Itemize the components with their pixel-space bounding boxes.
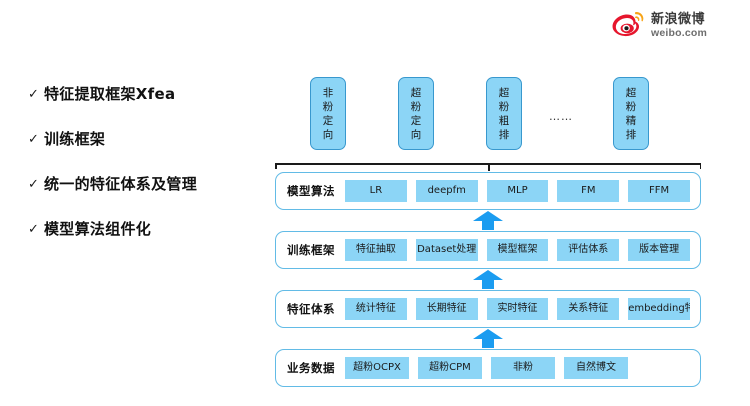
bullet-label: 训练框架 — [44, 130, 106, 148]
logo-text-cn: 新浪微博 — [651, 12, 706, 28]
up-arrow-icon — [473, 211, 503, 230]
arrow-shaft — [482, 279, 494, 289]
grouping-bracket — [275, 158, 701, 171]
scenario-char: 排 — [498, 128, 510, 141]
flow-gap — [275, 328, 701, 349]
chip-group: LR deepfm MLP FM FFM — [345, 180, 700, 202]
chip[interactable]: 模型框架 — [486, 239, 549, 261]
arrow-shaft — [482, 338, 494, 348]
bracket-tick-right — [699, 163, 701, 169]
weibo-eye-icon — [612, 11, 646, 41]
chip[interactable]: deepfm — [415, 180, 478, 202]
architecture-stack: 模型算法 LR deepfm MLP FM FFM 训练框架 特征抽取 Data… — [275, 172, 701, 387]
chip[interactable]: FFM — [628, 180, 690, 202]
up-arrow-icon — [473, 329, 503, 348]
feature-bullet-list: ✓ 特征提取框架Xfea ✓ 训练框架 ✓ 统一的特征体系及管理 ✓ 模型算法组… — [28, 84, 258, 264]
chip[interactable]: embedding特征 — [628, 298, 690, 320]
scenario-char: 向 — [322, 128, 334, 141]
row-title: 业务数据 — [287, 361, 335, 375]
scenario-char: 非 — [322, 86, 334, 99]
scenario-char: 粗 — [498, 114, 510, 127]
chip-group: 统计特征 长期特征 实时特征 关系特征 embedding特征 — [345, 298, 700, 320]
chip[interactable]: LR — [345, 180, 407, 202]
flow-gap — [275, 269, 701, 290]
scenario-char: 排 — [625, 128, 637, 141]
scenario-box: 超 粉 粗 排 — [486, 77, 522, 150]
list-item: ✓ 模型算法组件化 — [28, 219, 258, 239]
stack-row-feature-system: 特征体系 统计特征 长期特征 实时特征 关系特征 embedding特征 — [275, 290, 701, 328]
scenario-box: 非 粉 定 向 — [310, 77, 346, 150]
bracket-tick-left — [275, 163, 277, 169]
chip[interactable]: 评估体系 — [557, 239, 620, 261]
list-item: ✓ 统一的特征体系及管理 — [28, 174, 258, 194]
stack-row-model-algorithm: 模型算法 LR deepfm MLP FM FFM — [275, 172, 701, 210]
chip-group: 超粉OCPX 超粉CPM 非粉 自然博文 — [345, 357, 700, 379]
chip[interactable]: 关系特征 — [557, 298, 620, 320]
chip[interactable]: FM — [557, 180, 620, 202]
arrow-head — [473, 211, 503, 221]
scenario-char: 粉 — [322, 100, 334, 113]
scenario-char: 超 — [498, 86, 510, 99]
row-title: 特征体系 — [287, 302, 335, 316]
row-title: 训练框架 — [287, 243, 335, 257]
scenario-char: 粉 — [498, 100, 510, 113]
bullet-label: 统一的特征体系及管理 — [44, 175, 198, 193]
arrow-head — [473, 329, 503, 339]
ellipsis-label: …… — [549, 110, 573, 123]
up-arrow-icon — [473, 270, 503, 289]
logo-wordmark: 新浪微博 weibo.com — [651, 13, 707, 39]
chip[interactable]: MLP — [486, 180, 549, 202]
stack-row-training-framework: 训练框架 特征抽取 Dataset处理 模型框架 评估体系 版本管理 — [275, 231, 701, 269]
scenario-char: 向 — [410, 128, 422, 141]
scenario-box: 超 粉 精 排 — [613, 77, 649, 150]
chip[interactable]: 特征抽取 — [345, 239, 407, 261]
check-icon: ✓ — [28, 86, 39, 101]
flow-gap — [275, 210, 701, 231]
bracket-line — [275, 163, 701, 165]
chip[interactable]: Dataset处理 — [415, 239, 478, 261]
arrow-shaft — [482, 220, 494, 230]
arrow-head — [473, 270, 503, 280]
scenario-char: 超 — [625, 86, 637, 99]
check-icon: ✓ — [28, 176, 39, 191]
scenario-char: 精 — [625, 114, 637, 127]
chip[interactable]: 超粉CPM — [418, 357, 482, 379]
chip[interactable]: 自然博文 — [564, 357, 628, 379]
logo-text-en: weibo.com — [651, 27, 708, 40]
check-icon: ✓ — [28, 221, 39, 236]
scenario-char: 粉 — [625, 100, 637, 113]
stack-row-business-data: 业务数据 超粉OCPX 超粉CPM 非粉 自然博文 — [275, 349, 701, 387]
chip[interactable]: 统计特征 — [345, 298, 407, 320]
scenario-char: 定 — [410, 114, 422, 127]
scenario-char: 粉 — [410, 100, 422, 113]
row-title: 模型算法 — [287, 184, 335, 198]
bullet-label: 模型算法组件化 — [44, 220, 152, 238]
list-item: ✓ 训练框架 — [28, 129, 258, 149]
chip[interactable]: 版本管理 — [628, 239, 690, 261]
chip[interactable]: 长期特征 — [415, 298, 478, 320]
scenario-char: 定 — [322, 114, 334, 127]
chip-group: 特征抽取 Dataset处理 模型框架 评估体系 版本管理 — [345, 239, 700, 261]
scenario-box: 超 粉 定 向 — [398, 77, 434, 150]
chip[interactable]: 非粉 — [491, 357, 555, 379]
bullet-label: 特征提取框架Xfea — [44, 85, 176, 103]
bracket-stem — [488, 164, 490, 171]
scenario-char: 超 — [410, 86, 422, 99]
scenario-box-row: 非 粉 定 向 超 粉 定 向 超 粉 粗 排 …… 超 粉 精 排 — [275, 77, 700, 153]
chip[interactable]: 实时特征 — [486, 298, 549, 320]
weibo-logo: 新浪微博 weibo.com — [612, 8, 744, 44]
list-item: ✓ 特征提取框架Xfea — [28, 84, 258, 104]
chip[interactable]: 超粉OCPX — [345, 357, 409, 379]
check-icon: ✓ — [28, 131, 39, 146]
